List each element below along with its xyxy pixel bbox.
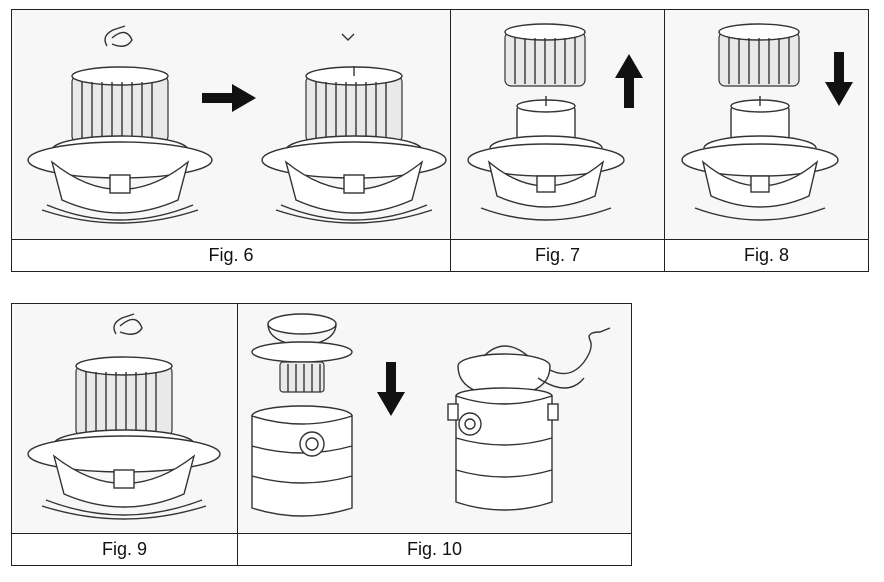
fig7-filter-lifted	[504, 23, 586, 87]
arrow-down-icon	[377, 362, 405, 416]
fig6-caption: Fig. 6	[12, 239, 450, 271]
fig8-filter-lowered	[718, 23, 800, 87]
cell-divider	[664, 10, 665, 271]
fig7-drawing	[467, 23, 643, 221]
fig6-unit-nut-removed	[261, 33, 447, 224]
fig8-motor-head	[681, 96, 839, 221]
figure-table-top: Fig. 6	[11, 9, 869, 272]
fig10-empty-drum	[251, 405, 353, 517]
fig7-motor-head	[467, 96, 625, 221]
fig10-head-assembly	[251, 313, 353, 393]
cell-divider	[450, 10, 451, 271]
fig9-unit-tighten-nut	[27, 313, 221, 520]
fig8-caption: Fig. 8	[665, 239, 868, 271]
arrow-right-icon	[202, 84, 256, 112]
figure-table-bottom: Fig. 9	[11, 303, 632, 566]
fig6-unit-with-nut	[27, 25, 213, 224]
fig10-caption: Fig. 10	[238, 533, 631, 565]
fig6-drawing	[27, 25, 447, 224]
arrow-up-icon	[615, 54, 643, 108]
fig10-assembled-vacuum	[447, 327, 611, 511]
fig8-illustration	[665, 10, 868, 239]
fig8-drawing	[681, 23, 853, 221]
fig7-caption: Fig. 7	[451, 239, 664, 271]
fig7-illustration	[451, 10, 664, 239]
fig9-caption: Fig. 9	[12, 533, 237, 565]
arrow-down-icon	[825, 52, 853, 106]
cell-divider	[237, 304, 238, 565]
fig10-drawing	[251, 313, 611, 517]
fig9-drawing	[27, 313, 221, 520]
fig6-illustration	[12, 10, 450, 239]
fig10-illustration	[238, 304, 631, 533]
fig9-illustration	[12, 304, 237, 533]
